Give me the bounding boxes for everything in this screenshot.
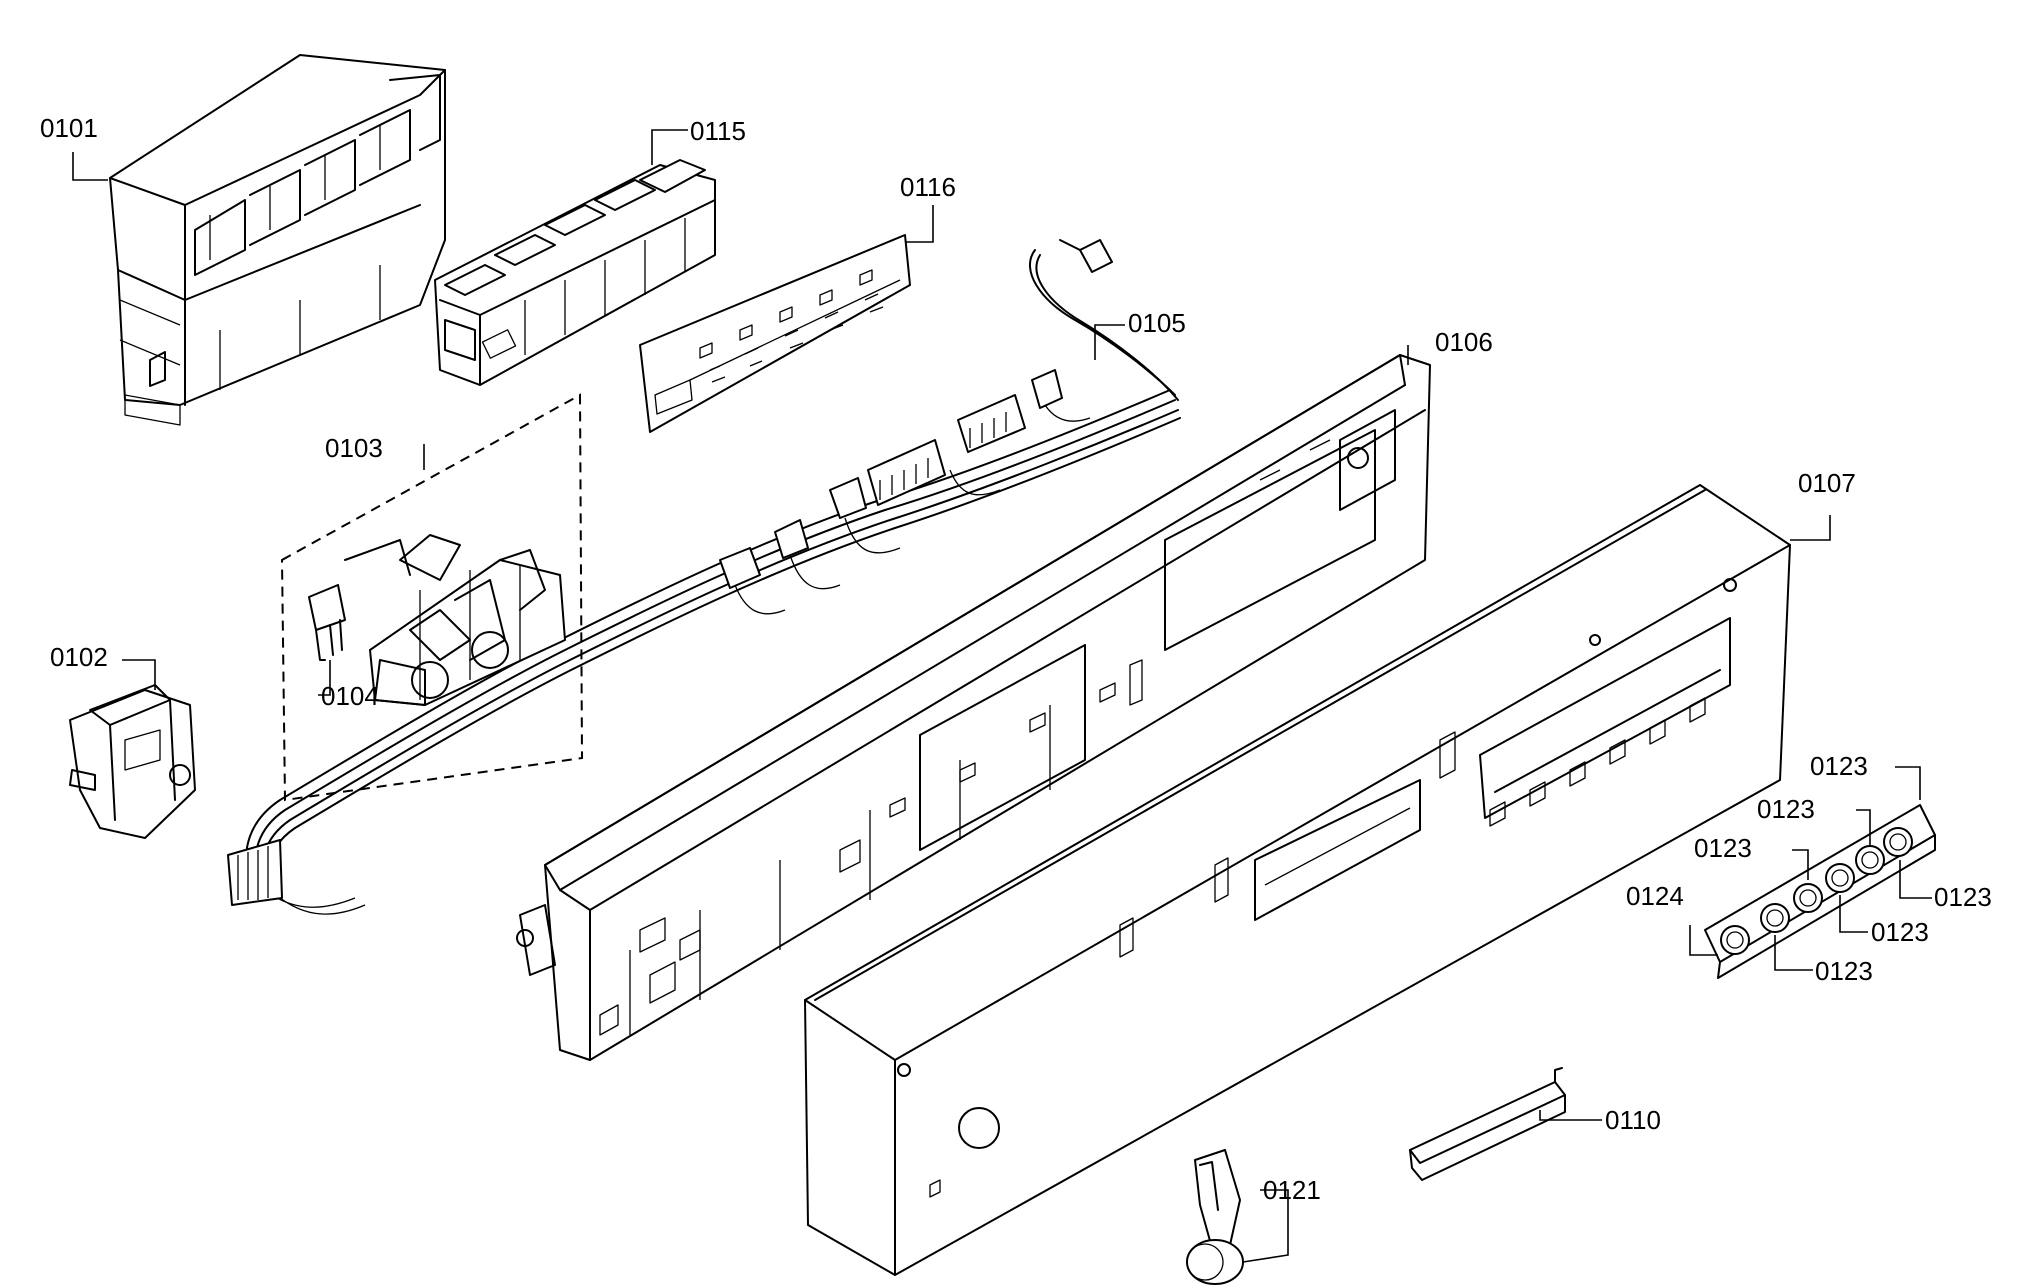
callout-labels: 0101 0115 0116 0105 0106 0103 0104 0102 … <box>40 113 1992 1205</box>
part-0116-overlay-label[interactable] <box>639 234 911 433</box>
part-0121-knob[interactable] <box>1186 1149 1244 1285</box>
label-0124: 0124 <box>1626 881 1684 911</box>
part-0115-button-block[interactable] <box>434 159 716 386</box>
leader-lines <box>72 129 1932 1263</box>
part-0123-push-buttons[interactable] <box>1720 827 1913 955</box>
label-0121: 0121 <box>1263 1175 1321 1205</box>
part-0103-dosing-assembly[interactable] <box>280 393 584 802</box>
label-0123-d: 0123 <box>1934 882 1992 912</box>
part-0110-cover[interactable] <box>1409 1067 1566 1181</box>
label-0104: 0104 <box>321 681 379 711</box>
label-0101: 0101 <box>40 113 98 143</box>
part-0101-control-module[interactable] <box>109 54 446 426</box>
label-0123-b: 0123 <box>1757 794 1815 824</box>
label-0116: 0116 <box>900 172 956 202</box>
part-0106-inner-frame[interactable] <box>516 354 1431 1061</box>
label-0115: 0115 <box>690 116 746 146</box>
label-0103: 0103 <box>325 433 383 463</box>
label-0107: 0107 <box>1798 468 1856 498</box>
label-0106: 0106 <box>1435 327 1493 357</box>
label-0110: 0110 <box>1605 1105 1661 1135</box>
label-0123-e: 0123 <box>1871 917 1929 947</box>
part-0105-wire-harness[interactable] <box>227 239 1181 915</box>
part-0102-door-switch[interactable] <box>69 684 196 839</box>
label-0123-f: 0123 <box>1815 956 1873 986</box>
label-0105: 0105 <box>1128 308 1186 338</box>
label-0123-c: 0123 <box>1694 833 1752 863</box>
part-0107-front-fascia[interactable] <box>804 484 1791 1276</box>
label-0123-a: 0123 <box>1810 751 1868 781</box>
label-0102: 0102 <box>50 642 108 672</box>
part-0104-switch[interactable] <box>308 584 346 661</box>
